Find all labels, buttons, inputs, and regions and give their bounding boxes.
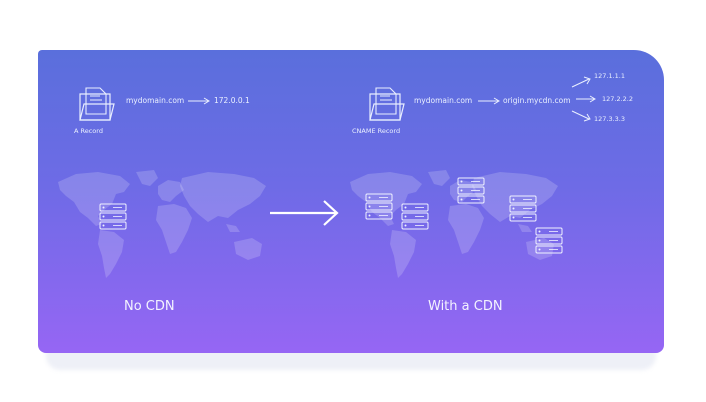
ip-label-1: 127.1.1.1 <box>594 72 626 80</box>
diagram-graphics <box>58 76 596 278</box>
no-cdn-caption: No CDN <box>124 299 175 314</box>
world-map-left <box>58 170 266 278</box>
server-stack-icon <box>99 203 127 230</box>
server-stack-icon <box>401 203 429 230</box>
folder-document-icon <box>369 87 405 121</box>
with-cdn-caption: With a CDN <box>428 299 503 314</box>
left-ip-label: 172.0.0.1 <box>214 96 250 105</box>
cname-record-label: CNAME Record <box>352 127 401 135</box>
ip-label-3: 127.3.3.3 <box>594 115 626 123</box>
server-stack-icon <box>535 227 563 254</box>
left-domain-label: mydomain.com <box>126 96 185 105</box>
arrow-down-right-icon <box>571 110 591 122</box>
diagram-card: mydomain.com 172.0.0.1 A Record No CDN m… <box>38 50 664 353</box>
a-record-label: A Record <box>74 127 103 135</box>
arrow-up-right-icon <box>571 76 591 88</box>
folder-document-icon <box>79 87 115 121</box>
world-map-right <box>350 170 558 278</box>
arrow-right-icon <box>270 200 339 226</box>
arrow-right-icon <box>478 97 500 105</box>
cname-target-label: origin.mycdn.com <box>503 96 571 105</box>
arrow-right-icon <box>188 97 210 105</box>
right-domain-label: mydomain.com <box>414 96 473 105</box>
arrow-right-icon <box>576 95 596 103</box>
ip-label-2: 127.2.2.2 <box>602 95 634 103</box>
